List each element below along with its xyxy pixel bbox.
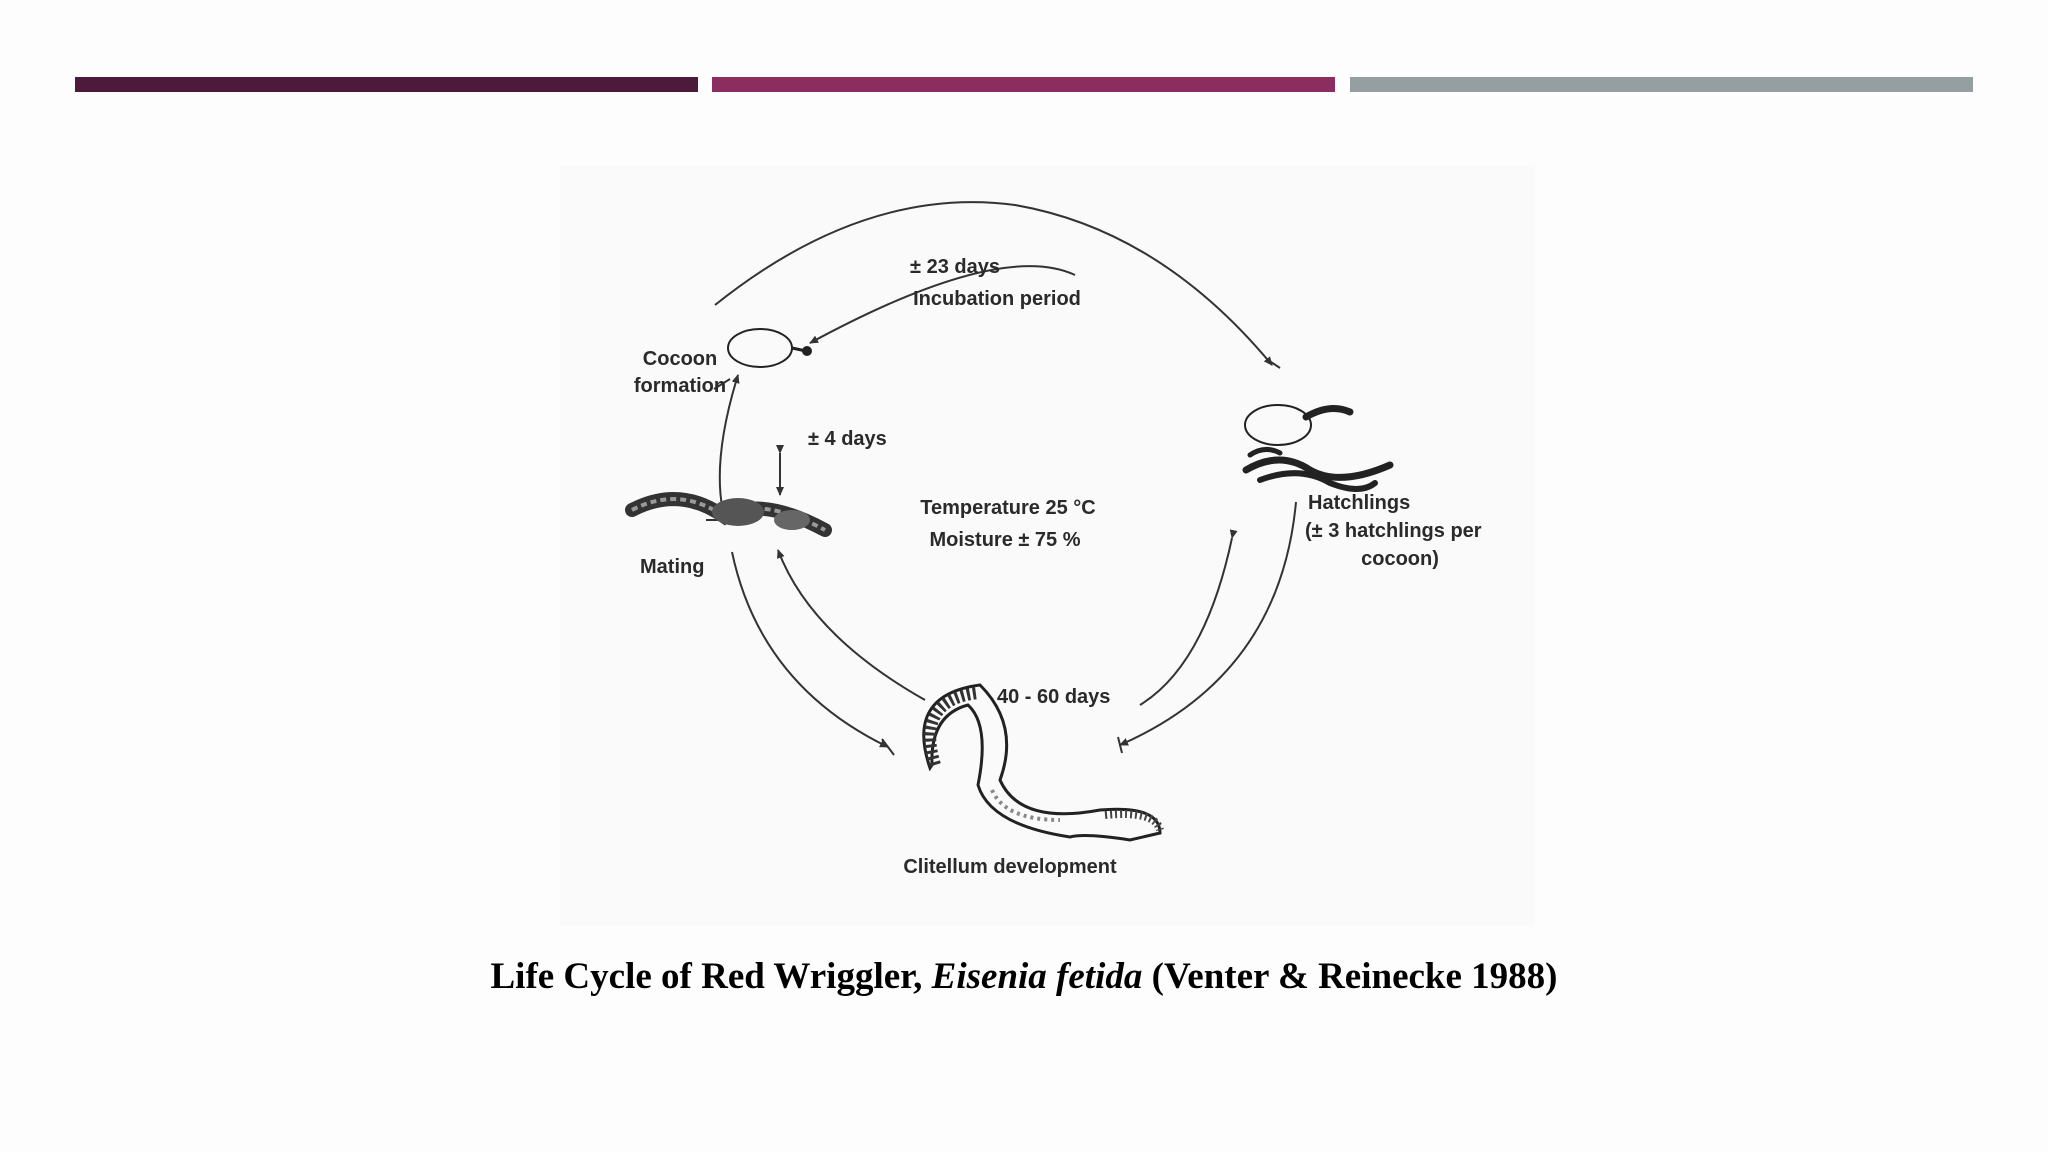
hatchlings-label-line2: (± 3 hatchlings per	[1305, 520, 1482, 542]
tick-mark	[713, 378, 731, 390]
incubation-days-label: ± 23 days	[910, 256, 1000, 278]
tick-mark	[881, 738, 895, 756]
cocoon-days-label: ± 4 days	[808, 428, 887, 450]
cocoon-icon	[727, 328, 812, 368]
life-cycle-svg: ± 23 days Incubation period Cocoon forma…	[625, 201, 1482, 878]
cocoon-formation-label-line1: Cocoon	[643, 348, 717, 370]
caption-suffix: (Venter & Reinecke 1988)	[1142, 956, 1558, 997]
tick-mark	[1267, 359, 1281, 369]
mating-worms-icon	[625, 492, 832, 537]
tick-mark	[1117, 736, 1123, 754]
incubation-outer-arrow	[714, 201, 1273, 366]
hatchling-inner-arrow	[1139, 529, 1238, 706]
cocoon-formation-label-line2: formation	[634, 375, 726, 397]
caption-prefix: Life Cycle of Red Wriggler,	[490, 956, 932, 997]
incubation-period-label: Incubation period	[913, 288, 1081, 310]
moisture-label: Moisture ± 75 %	[929, 529, 1080, 551]
mating-label: Mating	[640, 556, 704, 578]
accent-bar-gray	[1350, 77, 1973, 92]
clitellum-inner-arrow	[777, 549, 926, 701]
clitellum-development-label: Clitellum development	[903, 856, 1117, 878]
clitellum-days-label: 40 - 60 days	[997, 686, 1110, 708]
temperature-label: Temperature 25 °C	[920, 497, 1095, 519]
hatchlings-label-line3: cocoon)	[1361, 548, 1439, 570]
hatchling-icon	[1242, 404, 1394, 492]
mating-outer-arrow	[731, 551, 889, 748]
caption-species: Eisenia fetida	[931, 956, 1143, 997]
hatchlings-label-line1: Hatchlings	[1308, 492, 1410, 514]
adult-worm-icon	[922, 683, 1164, 842]
accent-bar-magenta	[712, 77, 1335, 92]
figure-caption: Life Cycle of Red Wriggler, Eisenia feti…	[0, 955, 2048, 998]
incubation-inner-arrow	[809, 265, 1076, 344]
accent-bar-plum	[75, 77, 698, 92]
development-outer-arrow	[1119, 501, 1297, 746]
life-cycle-diagram: ± 23 days Incubation period Cocoon forma…	[560, 165, 1535, 925]
